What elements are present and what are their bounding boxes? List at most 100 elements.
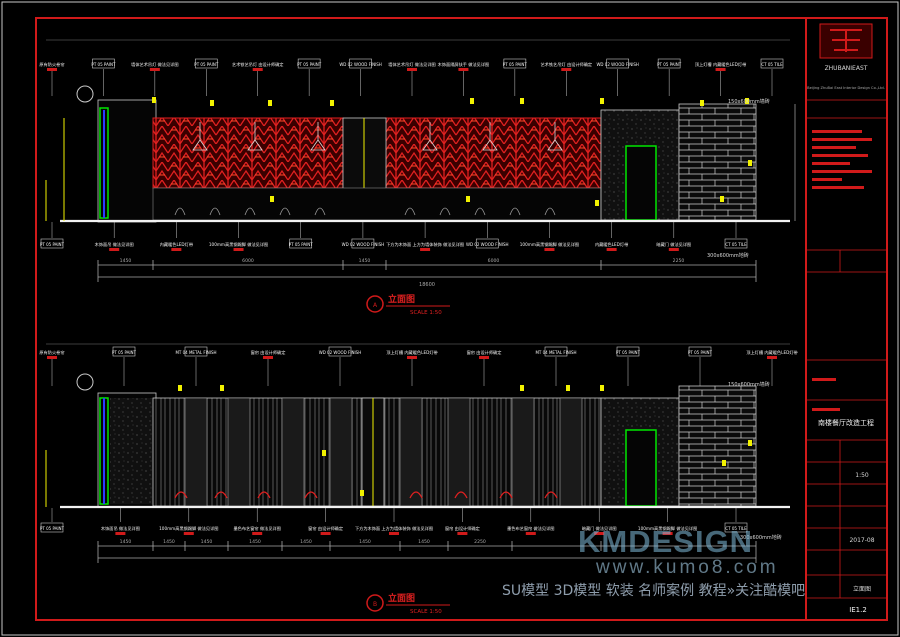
elev2-bottom-tag-2-marker	[183, 532, 194, 535]
elev1-bottom-tag-9-marker	[606, 248, 617, 251]
elev1-top-tag-5-box	[297, 58, 321, 69]
elev2-bottom-tag-6-marker	[457, 532, 468, 535]
elev1-bottom-tag-0: PT 05 PAINT	[40, 242, 65, 247]
elev2-top-tag-9-box	[688, 346, 712, 357]
elev2-dimension-2: 1450	[201, 539, 213, 545]
elevation-2-title: B 立面图 SCALE 1:50	[366, 592, 450, 615]
elev2-top-tag-3: 窗帘 由设计师确定	[251, 349, 286, 356]
elevation-2	[45, 343, 790, 563]
tile-note-1: 150x600mm墙砖	[728, 98, 770, 105]
elev2-top-tag-3-marker	[263, 356, 273, 359]
elev1-top-tag-0: 原有防火卷帘	[39, 61, 64, 68]
elev1-dimension-2: 1450	[359, 258, 371, 264]
tile-note-2: 150x600mm墙砖	[728, 381, 770, 388]
elev2-top-tag-1-box	[112, 346, 136, 357]
watermark-url: www.kumo8.com	[596, 557, 779, 578]
elev2-top-tag-2: MT 04 METAL FINISH	[175, 350, 216, 355]
elev1-dimension-4: 2250	[673, 258, 685, 264]
elev1-top-tag-12-box	[657, 58, 681, 69]
elev1-top-tag-7: 墙体艺术吊灯 做法见详图	[388, 61, 435, 68]
elevation-1-title-text: 立面图	[388, 293, 415, 305]
elev2-bottom-tag-5: 下方为木饰面 上方为墙体装饰 做法见详图	[355, 525, 433, 532]
elev2-bottom-tag-1: 木饰面吊 做法见详图	[101, 525, 140, 532]
curtain-panels	[184, 397, 583, 507]
elevation-2-title-text: 立面图	[388, 592, 415, 604]
red-chairs	[174, 491, 558, 499]
elev2-bottom-tag-4-marker	[320, 532, 331, 535]
elev2-top-tag-10: 顶上灯槽 内藏暖色LED灯带	[746, 349, 797, 356]
elev2-bottom-tag-9-marker	[662, 532, 673, 535]
elevation-1	[45, 39, 796, 282]
elev2-dimension-5: 1450	[359, 539, 371, 545]
elev2-bottom-tag-10-box	[724, 522, 748, 533]
elev1-bottom-tag-6: 下方为木饰面 上方为墙体装饰 做法见详图	[386, 241, 464, 248]
elev1-top-tag-11: WD 02 WOOD FINISH	[596, 62, 638, 67]
elev2-bottom-tag-8-marker	[594, 532, 605, 535]
elev2-top-tag-10-marker	[767, 356, 777, 359]
sheet-number: IE1.2	[849, 606, 867, 614]
elev2-bottom-tag-5-marker	[389, 532, 399, 535]
elev1-top-tag-0-marker	[47, 68, 57, 71]
elev1-bottom-tag-10: 暗藏门 做法见详图	[656, 241, 691, 248]
elev2-bottom-tag-0-box	[40, 522, 64, 533]
elev1-top-tag-12: PT 05 PAINT	[657, 62, 682, 67]
elev1-top-tag-14-box	[760, 58, 784, 69]
left-column	[97, 99, 157, 223]
pendant-lamps	[192, 122, 563, 151]
elev2-dimension-3: 1450	[249, 539, 261, 545]
elev1-top-tag-4: 艺术铁艺吊灯 由设计师确定	[232, 61, 284, 68]
elev2-bottom-tag-10: CT 05 TILE	[725, 526, 747, 531]
elev2-dimension-1: 1450	[163, 539, 175, 545]
elev1-dimension-3: 6000	[488, 258, 500, 264]
elev2-top-tag-9: PT 05 PAINT	[688, 350, 713, 355]
elev1-bottom-tag-8-marker	[544, 248, 555, 251]
elev2-top-tag-4-box	[328, 346, 352, 357]
elev2-bottom-tag-2: 100mm高黑钢踢脚 做法见详图	[159, 525, 218, 532]
elev1-bottom-tag-5-box	[351, 238, 375, 249]
decor-screen-right	[385, 117, 602, 189]
elev2-dimension-0: 1450	[120, 539, 132, 545]
elev1-bottom-tag-7: WD 02 WOOD FINISH	[466, 242, 508, 247]
tile-note-bottom-2: 300x600mm地砖	[740, 534, 782, 541]
elev1-top-tag-9-box	[503, 58, 527, 69]
elev1-bottom-tag-10-marker	[668, 248, 679, 251]
elev1-top-tag-13-marker	[715, 68, 726, 71]
elev1-top-tag-11-box	[606, 58, 630, 69]
elev2-top-tag-7: MT 04 METAL FINISH	[535, 350, 576, 355]
elev1-top-tag-9: PT 05 PAINT	[503, 62, 528, 67]
svg-text:B: B	[373, 601, 377, 608]
elev1-bottom-tag-3-marker	[233, 248, 244, 251]
elev1-top-tag-13: 顶上灯槽 内藏暖色LED灯带	[695, 61, 746, 68]
elev1-top-tag-4-marker	[252, 68, 263, 71]
scale-value: 1:50	[855, 472, 869, 479]
elev2-top-tag-8-box	[616, 346, 640, 357]
elev1-top-tag-5: PT 05 PAINT	[297, 62, 322, 67]
elev1-bottom-tag-2: 内藏暖色LED灯带	[160, 241, 193, 248]
seating-band	[152, 187, 602, 221]
elev1-top-tag-3: PT 05 PAINT	[194, 62, 219, 67]
elev2-top-tag-0-marker	[47, 356, 57, 359]
elev2-bottom-tag-9: 100mm高黑钢踢脚 做法见详图	[638, 525, 697, 532]
elev2-bottom-tag-0: PT 05 PAINT	[40, 526, 65, 531]
elev2-top-tag-4: WD 02 WOOD FINISH	[319, 350, 361, 355]
tile-note-bottom-1: 300x600mm地砖	[707, 252, 749, 259]
decor-screen-left	[152, 117, 344, 189]
date-value: 2017-08	[849, 537, 874, 544]
elev1-top-tag-1: PT 05 PAINT	[91, 62, 116, 67]
elev2-bottom-tag-7-marker	[525, 532, 536, 535]
elev1-top-tag-6: WD 02 WOOD FINISH	[339, 62, 381, 67]
elev2-bottom-tag-8: 暗藏门 做法见详图	[582, 525, 617, 532]
elev1-top-tag-8-marker	[458, 68, 469, 71]
elev2-top-tag-6-marker	[479, 356, 489, 359]
elev1-bottom-tag-7-box	[475, 238, 499, 249]
elev2-bottom-tag-1-marker	[115, 532, 126, 535]
elev2-top-tag-0: 原有防火卷帘	[39, 349, 64, 356]
elev1-top-tag-10-marker	[561, 68, 572, 71]
elev2-bottom-tag-3: 墨色布艺窗帘 做法见详图	[233, 525, 280, 532]
elev1-bottom-tag-6-marker	[420, 248, 431, 251]
elev1-bottom-tag-1: 木饰面吊 做法见详图	[95, 241, 134, 248]
elev2-top-tag-7-box	[544, 346, 568, 357]
elev1-top-tag-6-box	[349, 58, 372, 69]
elev1-bottom-tag-4-box	[289, 238, 313, 249]
